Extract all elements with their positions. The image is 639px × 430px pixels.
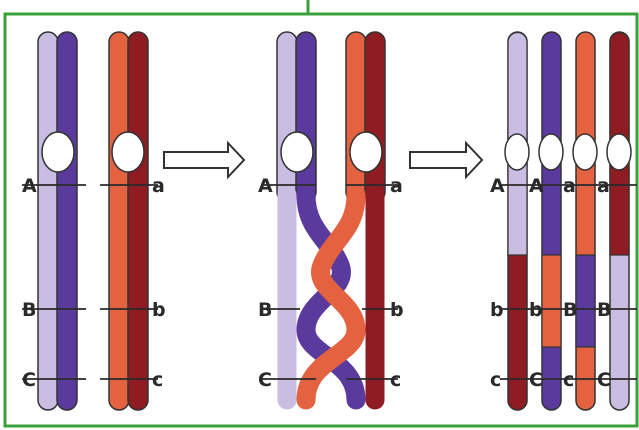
right-chromatid-1 [508, 32, 527, 410]
left-panel: A B C a b c [22, 32, 166, 410]
right-centromere-4 [607, 134, 631, 170]
right-centromere-1 [505, 134, 529, 170]
left-label-a: a [152, 175, 165, 197]
right-c1-label-3: c [490, 369, 501, 391]
right-centromere-2 [539, 134, 563, 170]
mid-centromere-2 [350, 132, 382, 172]
mid-chromatid-orange-upper [346, 32, 366, 202]
mid-centromere-1 [281, 132, 313, 172]
right-c4-label-1: a [597, 175, 610, 197]
right-c2-label-3: C [529, 369, 543, 391]
right-c4-label-3: C [597, 369, 611, 391]
mid-label-C: C [258, 369, 272, 391]
right-c4-label-2: B [597, 299, 611, 321]
process-arrow-1 [164, 143, 244, 177]
right-c1-label-2: b [490, 299, 504, 321]
right-c3-label-2: B [563, 299, 577, 321]
process-arrow-2 [410, 143, 482, 177]
right-c1-label-1: A [490, 175, 505, 197]
left-chromatid-orange [109, 32, 129, 410]
right-c3-label-3: c [563, 369, 574, 391]
middle-panel: A B C a b c [258, 32, 404, 400]
mid-label-B: B [258, 299, 272, 321]
mid-label-a: a [390, 175, 403, 197]
left-label-c: c [152, 369, 163, 391]
left-chromatid-dark-red [128, 32, 148, 410]
right-chromatid-3 [576, 32, 595, 410]
left-label-C: C [22, 369, 36, 391]
mid-label-c: c [390, 369, 401, 391]
mid-label-b: b [390, 299, 404, 321]
right-c2-label-1: A [529, 175, 544, 197]
left-centromere-1 [42, 132, 74, 172]
mid-label-A: A [258, 175, 273, 197]
right-chromatid-4 [610, 32, 629, 410]
left-label-b: b [152, 299, 166, 321]
right-c2-label-2: b [529, 299, 543, 321]
mid-chromatid-dred-upper [365, 32, 385, 202]
right-panel: A b c A b C a B c a B C [490, 32, 637, 410]
right-chromatid-2 [542, 32, 561, 410]
left-centromere-2 [112, 132, 144, 172]
right-c3-label-1: a [563, 175, 576, 197]
left-label-A: A [22, 175, 37, 197]
left-chromatid-light-purple [38, 32, 58, 410]
left-chromatid-dark-purple [57, 32, 77, 410]
left-label-B: B [22, 299, 36, 321]
right-centromere-3 [573, 134, 597, 170]
mid-chromatid-light-upper [277, 32, 297, 202]
mid-chromatid-dpurple-upper [296, 32, 316, 202]
